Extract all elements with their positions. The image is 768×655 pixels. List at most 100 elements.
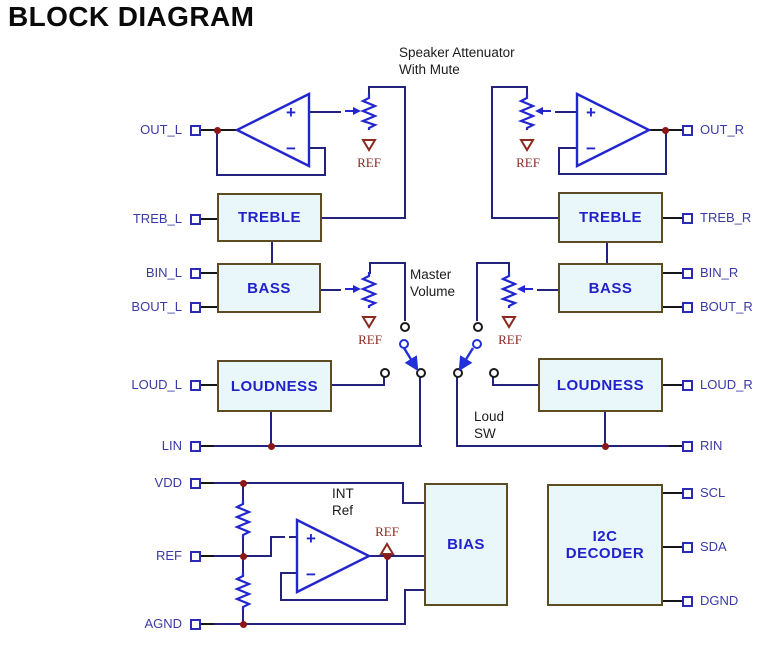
- page-title: BLOCK DIAGRAM: [8, 1, 255, 32]
- pin-bout-r-terminal: [682, 302, 693, 313]
- wiper-arrow-mv-left: [345, 285, 361, 293]
- pin-treb-l-label: TREB_L: [132, 211, 182, 226]
- opamp-left-output: + −: [234, 92, 311, 168]
- pin-scl-label: SCL: [700, 485, 726, 500]
- pin-bin-r-label: BIN_R: [700, 265, 739, 280]
- opamp-int-minus-sign: −: [306, 565, 316, 584]
- wire-segment: [270, 412, 272, 446]
- block-treble-right-label: TREBLE: [579, 209, 642, 226]
- pin-ref-label: REF: [156, 548, 182, 563]
- wire-segment: [368, 86, 370, 96]
- opamp-right-minus-sign: −: [586, 139, 596, 158]
- junction-dot: [602, 443, 609, 450]
- wire-segment: [404, 262, 406, 321]
- pin-loud-l-terminal: [190, 380, 201, 391]
- speaker-attenuator-pot-right: [517, 94, 536, 130]
- pin-dgnd-terminal: [682, 596, 693, 607]
- wire-segment: [242, 608, 244, 625]
- pin-rin-label: RIN: [700, 438, 723, 453]
- junction-dot: [268, 443, 275, 450]
- loud-sw-note-line2: SW: [474, 426, 496, 441]
- ref-symbol-int-up: [379, 542, 395, 555]
- wire-segment: [508, 262, 510, 274]
- wire-segment: [491, 86, 493, 218]
- ref-label-mv-right: REF: [498, 332, 522, 347]
- pin-bout-l-terminal: [190, 302, 201, 313]
- pin-out-r-terminal: [682, 125, 693, 136]
- pin-lin-label: LIN: [161, 438, 182, 453]
- wire-segment: [537, 289, 558, 291]
- master-volume-note-line2: Volume: [410, 284, 456, 299]
- loud-switch-arrow-right: [458, 347, 475, 372]
- int-ref-note: INT Ref: [332, 485, 354, 519]
- wire-segment: [321, 289, 341, 291]
- loud-switch-contact: [380, 368, 390, 378]
- ref-symbol-mv-left: [361, 316, 377, 329]
- pin-bout-r-label: BOUT_R: [700, 299, 753, 314]
- wire-segment: [242, 482, 244, 502]
- wire-segment: [324, 147, 326, 175]
- loud-sw-note-line1: Loud: [474, 409, 505, 424]
- wire-segment: [419, 377, 421, 446]
- loud-switch-contact: [489, 368, 499, 378]
- wire-segment: [216, 129, 218, 175]
- wire-segment: [456, 445, 669, 447]
- junction-dot: [240, 621, 247, 628]
- wire-segment: [526, 86, 528, 96]
- pin-dgnd-label: DGND: [700, 593, 739, 608]
- wire-segment: [242, 536, 244, 557]
- wire-segment: [201, 306, 217, 308]
- opamp-right-plus-sign: +: [586, 103, 596, 122]
- junction-dot: [240, 480, 247, 487]
- wire-segment: [606, 242, 608, 264]
- pin-loud-l-label: LOUD_L: [131, 377, 182, 392]
- opamp-int-ref: + −: [295, 518, 372, 594]
- pin-sda-terminal: [682, 542, 693, 553]
- block-loudness-right: LOUDNESS: [538, 358, 663, 412]
- wire-segment: [558, 147, 560, 175]
- pin-ref-terminal: [190, 551, 201, 562]
- block-i2c-label-line2: DECODER: [565, 545, 645, 562]
- wire-segment: [214, 623, 406, 625]
- wire-segment: [280, 572, 298, 574]
- wiper-arrow-att-left: [345, 107, 361, 115]
- block-bass-right: BASS: [558, 263, 663, 313]
- master-volume-note: Master Volume: [410, 266, 455, 300]
- wire-segment: [476, 262, 510, 264]
- loud-switch-arrow-left: [402, 347, 419, 372]
- ref-label-att-left: REF: [357, 155, 381, 170]
- block-bias: BIAS: [424, 483, 508, 606]
- wire-segment: [201, 445, 214, 447]
- wire-segment: [322, 217, 406, 219]
- wire-segment: [280, 572, 282, 601]
- ref-symbol-att-left: [361, 139, 377, 152]
- wire-segment: [604, 412, 606, 446]
- wire-segment: [663, 600, 682, 602]
- pin-loud-r-terminal: [682, 380, 693, 391]
- pin-bin-l-label: BIN_L: [145, 265, 182, 280]
- wire-segment: [242, 555, 244, 574]
- wire-segment: [369, 262, 371, 274]
- wiper-arrow-mv-right: [517, 285, 533, 293]
- ref-symbol-att-right: [519, 139, 535, 152]
- opamp-left-plus-sign: +: [286, 103, 296, 122]
- junction-dot: [214, 127, 221, 134]
- wire-segment: [201, 272, 217, 274]
- wire-segment: [558, 173, 667, 175]
- block-i2c-label-line1: I2C: [592, 528, 618, 545]
- wire-segment: [665, 129, 667, 175]
- pin-agnd-label: AGND: [144, 616, 182, 631]
- block-treble-left: TREBLE: [217, 193, 322, 242]
- wire-segment: [332, 384, 384, 386]
- pin-vdd-terminal: [190, 478, 201, 489]
- wire-segment: [368, 86, 406, 88]
- wire-segment: [201, 555, 214, 557]
- wire-segment: [663, 384, 682, 386]
- ref-label-mv-left: REF: [358, 332, 382, 347]
- opamp-int-plus-sign: +: [306, 529, 316, 548]
- wire-segment: [402, 482, 404, 504]
- pin-sda-label: SDA: [700, 539, 727, 554]
- opamp-right-output: + −: [575, 92, 652, 168]
- wire-segment: [558, 147, 578, 149]
- wire-segment: [369, 555, 426, 557]
